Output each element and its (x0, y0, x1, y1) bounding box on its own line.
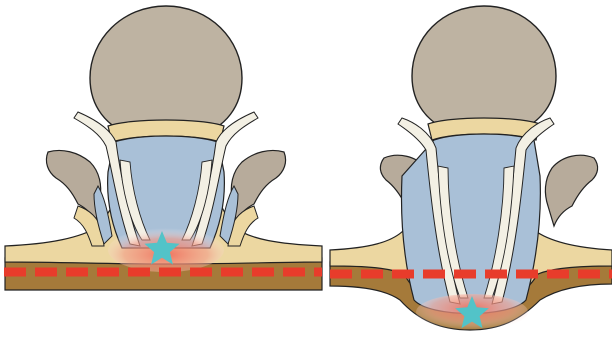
head-shape (412, 6, 556, 130)
head-shape (90, 6, 242, 134)
bone-right (231, 150, 285, 222)
panel-left (4, 6, 322, 290)
panel-right (330, 6, 612, 330)
bone-left (46, 150, 100, 222)
bone-right (545, 155, 597, 226)
